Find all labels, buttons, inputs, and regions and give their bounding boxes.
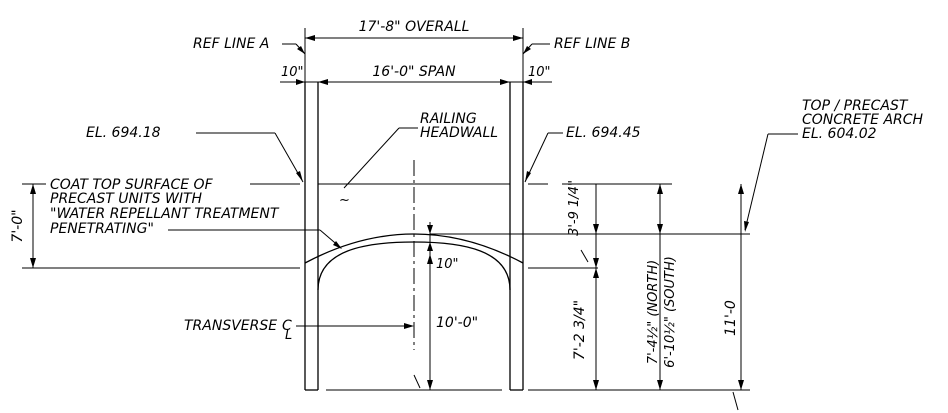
ref-line-a-callout: REF LINE A xyxy=(193,36,306,55)
south-dimension-text: 6'-10½" (SOUTH) xyxy=(663,256,678,368)
crown-height-text: 7'-2 3/4" xyxy=(572,300,588,360)
el-left-callout: EL. 694.18 xyxy=(86,125,304,183)
ref-line-b-label: REF LINE B xyxy=(554,36,630,52)
left-wall xyxy=(304,82,319,391)
transverse-callout: TRANSVERSE C L xyxy=(184,318,414,343)
coat-note-line-3: "WATER REPELLANT TREATMENT xyxy=(50,206,280,222)
centerline-l: L xyxy=(285,328,292,343)
ref-line-b-callout: REF LINE B xyxy=(522,36,630,55)
crown-height-dimension: 7'-2 3/4" xyxy=(572,268,599,390)
coat-note-line-2: PRECAST UNITS WITH xyxy=(50,191,203,207)
total-height-text: 11'-0 xyxy=(723,300,739,336)
right-wall-thickness-dimension: 10" xyxy=(510,65,552,85)
rise-dimension: 10'-0" xyxy=(427,254,478,390)
overall-dimension: 17'-8" OVERALL xyxy=(304,19,524,82)
coat-height-text: 7'-0" xyxy=(10,209,26,242)
top-arch-label-3: EL. 604.02 xyxy=(802,126,877,142)
span-dimension: 16'-0" SPAN xyxy=(318,64,510,85)
el-right-label: EL. 694.45 xyxy=(566,125,641,141)
headwall-height-text: 3'-9 1/4" xyxy=(567,180,582,236)
headwall-label: HEADWALL xyxy=(420,125,498,141)
top-arch-label-1: TOP / PRECAST xyxy=(802,98,909,114)
coat-note-line-4: PENETRATING" xyxy=(50,221,154,237)
arch-thickness-dimension: 10" xyxy=(427,222,459,272)
el-right-callout: EL. 694.45 xyxy=(524,125,641,183)
left-wall-thickness-dimension: 10" xyxy=(280,65,318,85)
el-left-label: EL. 694.18 xyxy=(86,125,161,141)
right-wall-thickness-text: 10" xyxy=(528,65,551,80)
top-arch-callout: TOP / PRECAST CONCRETE ARCH EL. 604.02 xyxy=(744,98,924,232)
coat-height-dimension: 7'-0" xyxy=(10,184,36,268)
overall-dimension-text: 17'-8" OVERALL xyxy=(359,19,470,35)
north-dimension-text: 7'-4½" (NORTH) xyxy=(646,260,661,364)
top-arch-label-2: CONCRETE ARCH xyxy=(802,112,924,128)
railing-label: RAILING xyxy=(420,111,477,127)
centerline-c: C xyxy=(282,318,292,334)
transverse-label: TRANSVERSE xyxy=(184,318,277,334)
north-south-dimension: 7'-4½" (NORTH) 6'-10½" (SOUTH) xyxy=(646,184,678,390)
headwall-height-dimension: 3'-9 1/4" xyxy=(567,180,599,268)
arch-thickness-text: 10" xyxy=(436,257,459,272)
coat-top-note: COAT TOP SURFACE OF PRECAST UNITS WITH "… xyxy=(50,177,342,249)
left-wall-thickness-text: 10" xyxy=(281,65,304,80)
railing-headwall-callout: RAILING HEADWALL ~ xyxy=(339,111,498,208)
railing-tilde: ~ xyxy=(339,193,350,208)
right-wall xyxy=(509,82,524,391)
rise-text: 10'-0" xyxy=(436,315,478,331)
total-height-dimension: 11'-0 xyxy=(723,184,744,411)
span-dimension-text: 16'-0" SPAN xyxy=(372,64,456,80)
coat-note-line-1: COAT TOP SURFACE OF xyxy=(50,177,214,193)
centerline-bottom-tick xyxy=(413,374,421,389)
ref-line-a-label: REF LINE A xyxy=(193,36,269,52)
